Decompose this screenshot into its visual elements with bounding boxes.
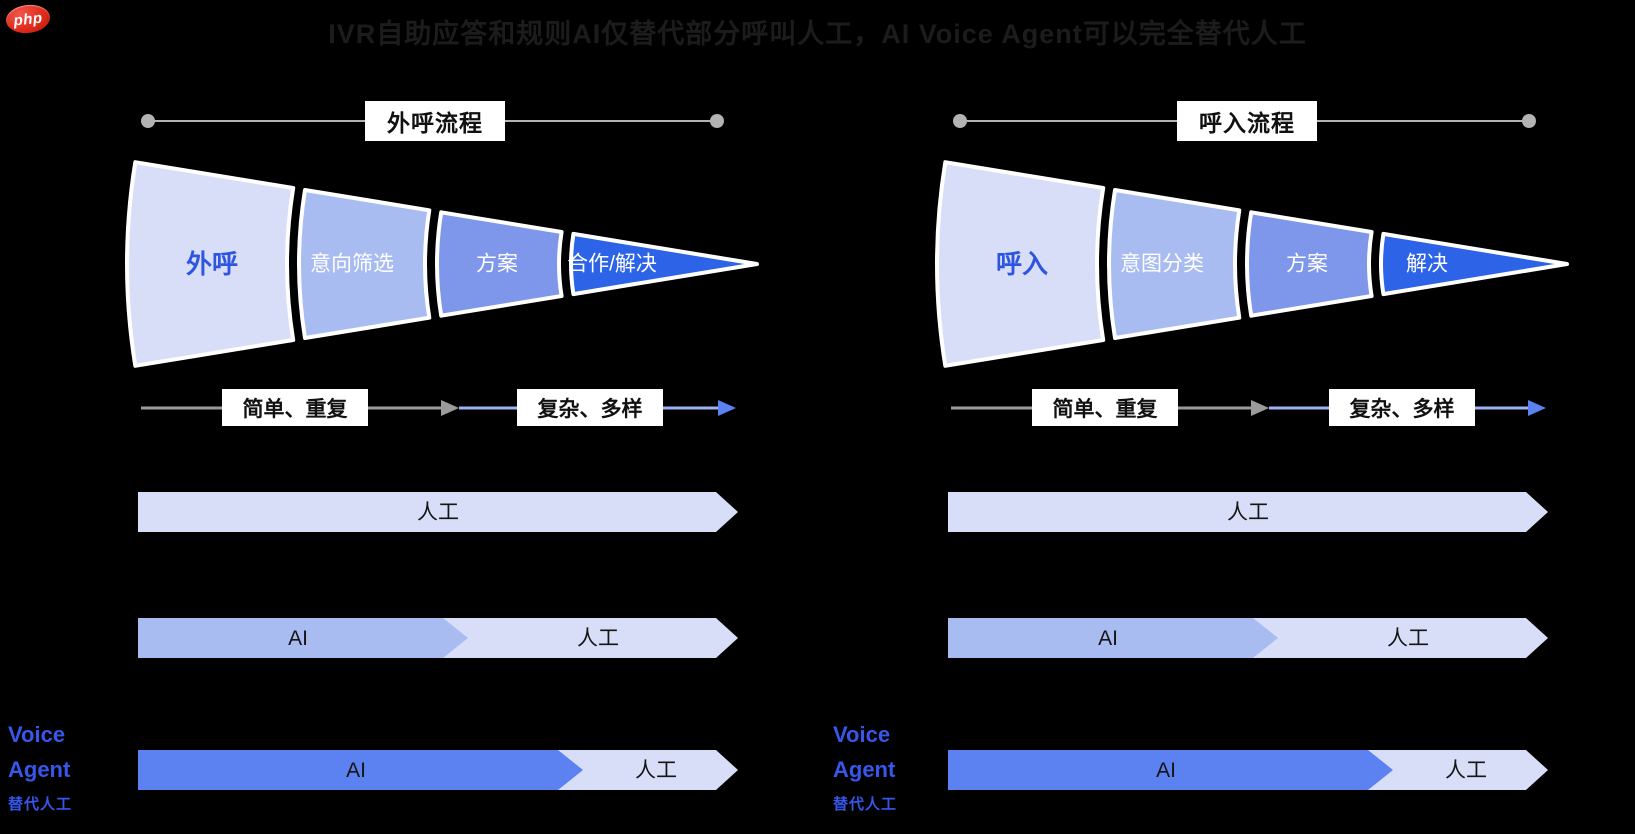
bar-human-label: 人工 (635, 759, 677, 782)
bar-human-label: 人工 (417, 501, 459, 524)
funnel-segment-4 (569, 231, 759, 297)
voice-agent-line2: Agent (8, 757, 71, 782)
funnel-segment-1 (935, 160, 1106, 368)
bar-human-shape (1363, 750, 1548, 790)
outbound-header-label: 外呼流程 (365, 101, 505, 141)
axis-gray-arrowhead-icon (441, 400, 459, 416)
voice-agent-line2: Agent (833, 757, 896, 782)
bar-human-shape (138, 492, 738, 532)
outbound-voice-agent-caption: Voice Agent 替代人工 (8, 722, 128, 813)
page-title: IVR自助应答和规则AI仅替代部分呼叫人工，AI Voice Agent可以完全… (328, 19, 1307, 49)
header-dot-right (710, 114, 724, 128)
inbound-bar-ai-partial: AI 人工 (948, 618, 1548, 658)
axis-gray-arrowhead-icon (1251, 400, 1269, 416)
outbound-bar-human-only: 人工 (138, 492, 738, 532)
bar-human-shape (553, 750, 738, 790)
header-dot-right (1522, 114, 1536, 128)
header-dot-left (141, 114, 155, 128)
bar-ai-shape (138, 750, 583, 790)
funnel-segment-4 (1379, 231, 1569, 297)
bar-ai-shape (948, 750, 1393, 790)
outbound-funnel: 外呼 意向筛选 方案 合作/解决 (125, 160, 759, 368)
voice-agent-line1: Voice (8, 722, 66, 747)
funnel-segment-2 (1107, 188, 1242, 340)
axis-blue-arrowhead-icon (718, 400, 736, 416)
funnel-segment-3 (1245, 210, 1374, 318)
bar-ai-shape (948, 618, 1278, 658)
funnel-label-1: 呼入 (996, 249, 1048, 279)
outbound-bar-ai-partial: AI 人工 (138, 618, 738, 658)
funnel-segment-1 (125, 160, 296, 368)
axis-label-simple: 简单、重复 (1032, 389, 1178, 426)
voice-agent-line1: Voice (833, 722, 891, 747)
funnel-label-1: 外呼 (186, 249, 238, 279)
bar-human-label: 人工 (1445, 759, 1487, 782)
funnel-label-3: 方案 (476, 253, 518, 276)
bar-human-label: 人工 (1387, 627, 1429, 650)
bar-human-label: 人工 (1227, 501, 1269, 524)
funnel-label-2: 意向筛选 (310, 253, 394, 276)
header-dot-left (953, 114, 967, 128)
inbound-bar-human-only: 人工 (948, 492, 1548, 532)
bar-human-shape (1248, 618, 1548, 658)
bar-human-label: 人工 (577, 627, 619, 650)
voice-agent-sub: 替代人工 (8, 796, 73, 813)
funnel-segment-3 (435, 210, 564, 318)
bar-human-shape (948, 492, 1548, 532)
axis-label-complex: 复杂、多样 (517, 389, 663, 426)
funnel-label-3: 方案 (1286, 253, 1328, 276)
inbound-voice-agent-caption: Voice Agent 替代人工 (833, 722, 953, 813)
axis-label-simple: 简单、重复 (222, 389, 368, 426)
bar-ai-shape (138, 618, 468, 658)
bar-ai-label: AI (1156, 759, 1176, 782)
funnel-label-2: 意图分类 (1120, 253, 1204, 276)
voice-agent-sub: 替代人工 (833, 796, 898, 813)
outbound-bar-voice-agent: AI 人工 (138, 750, 738, 790)
inbound-header-label: 呼入流程 (1177, 101, 1317, 141)
inbound-bar-voice-agent: AI 人工 (948, 750, 1548, 790)
funnel-label-4: 解决 (1406, 253, 1448, 276)
funnel-label-4: 合作/解决 (567, 253, 657, 276)
axis-label-complex: 复杂、多样 (1329, 389, 1475, 426)
bar-ai-label: AI (1098, 627, 1118, 650)
inbound-funnel: 呼入 意图分类 方案 解决 (935, 160, 1569, 368)
bar-human-shape (438, 618, 738, 658)
bar-ai-label: AI (346, 759, 366, 782)
funnel-segment-2 (297, 188, 432, 340)
axis-blue-arrowhead-icon (1528, 400, 1546, 416)
bar-ai-label: AI (288, 627, 308, 650)
